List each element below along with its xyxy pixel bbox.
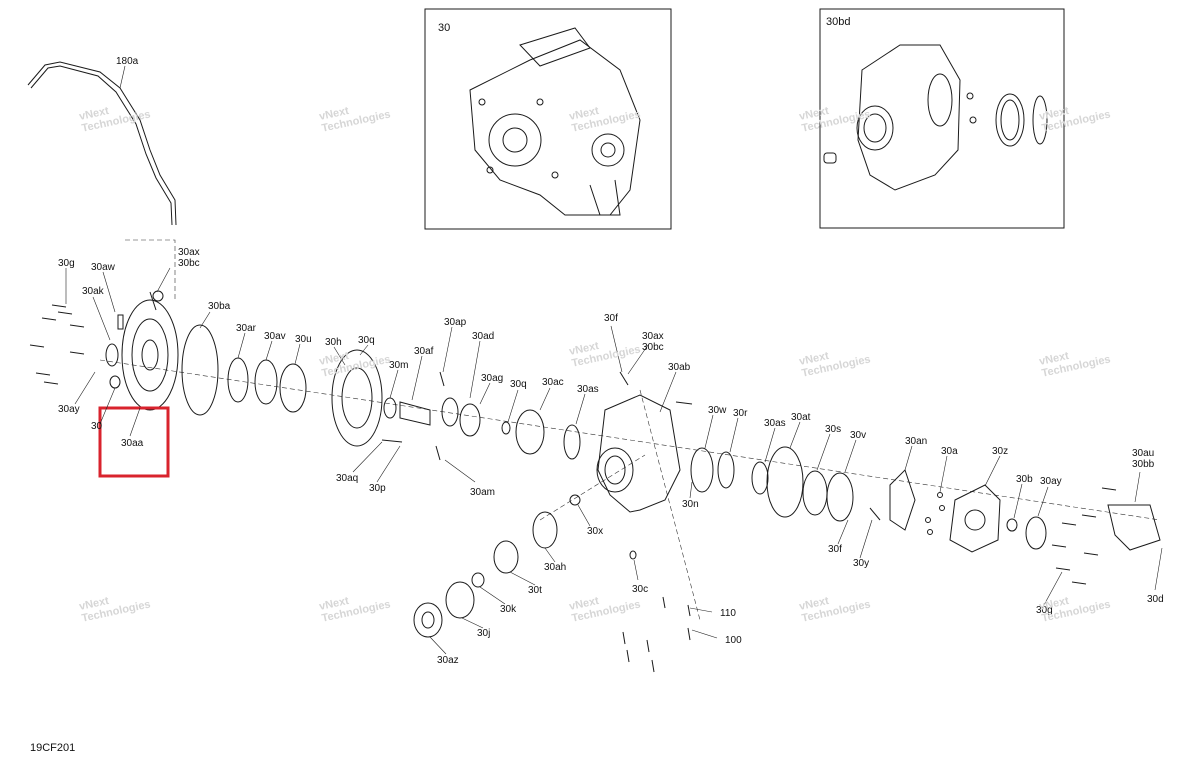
watermark-text: vNextTechnologies: [318, 587, 392, 625]
part-label-30c[interactable]: 30c: [632, 584, 648, 595]
part-label-30d[interactable]: 30d: [1147, 594, 1164, 605]
highlight-box[interactable]: [98, 406, 170, 478]
part-label-30at[interactable]: 30at: [791, 412, 811, 423]
part-label-30s[interactable]: 30s: [825, 424, 841, 435]
part-label-30ac[interactable]: 30ac: [542, 377, 564, 388]
part-label-30ab[interactable]: 30ab: [668, 362, 691, 373]
part-label-30ay[interactable]: 30ay: [58, 404, 80, 415]
exploded-axis: [99, 239, 1161, 621]
part-label-30aq[interactable]: 30aq: [336, 473, 358, 484]
pinion-assembly: [413, 494, 637, 638]
part-label-30aa[interactable]: 30aa: [121, 438, 144, 449]
watermark-text: vNextTechnologies: [568, 97, 642, 135]
part-label-30j[interactable]: 30j: [477, 628, 490, 639]
part-label-30as[interactable]: 30as: [577, 384, 599, 395]
part-label-30ag[interactable]: 30ag: [481, 373, 503, 384]
part-label-30b[interactable]: 30b: [1016, 474, 1033, 485]
part-label-30z[interactable]: 30z: [992, 446, 1008, 457]
part-label-30ak[interactable]: 30ak: [82, 286, 105, 297]
inset-label: 30bd: [826, 16, 850, 28]
part-label-30q[interactable]: 30q: [358, 335, 375, 346]
part-label-30t[interactable]: 30t: [528, 585, 542, 596]
part-label-30aw[interactable]: 30aw: [91, 262, 116, 273]
part-label-30af[interactable]: 30af: [414, 346, 434, 357]
part-label-30n[interactable]: 30n: [682, 499, 699, 510]
part-label-30av[interactable]: 30av: [264, 331, 286, 342]
part-label-30bb[interactable]: 30bb: [1132, 459, 1155, 470]
figure-ref: 19CF201: [30, 742, 75, 754]
part-label-30y[interactable]: 30y: [853, 558, 869, 569]
part-label-30ax[interactable]: 30ax: [178, 247, 200, 258]
part-label-30k[interactable]: 30k: [500, 604, 517, 615]
inset-housing: 30bd: [819, 8, 1065, 229]
bolts-left: [29, 304, 85, 385]
watermark-text: vNextTechnologies: [78, 97, 152, 135]
watermark-text: vNextTechnologies: [1038, 342, 1112, 380]
part-label-30v[interactable]: 30v: [850, 430, 866, 441]
part-label-100[interactable]: 100: [725, 635, 742, 646]
part-label-30bc[interactable]: 30bc: [178, 258, 200, 269]
inset-label: 30: [438, 22, 450, 34]
part-label-30ay-2[interactable]: 30ay: [1040, 476, 1062, 487]
part-label-30m[interactable]: 30m: [389, 360, 408, 371]
watermark-text: vNextTechnologies: [318, 97, 392, 135]
watermark-text: vNextTechnologies: [78, 587, 152, 625]
watermark-text: vNextTechnologies: [1038, 587, 1112, 625]
part-label-30f-2[interactable]: 30f: [828, 544, 842, 555]
part-label-30a[interactable]: 30a: [941, 446, 958, 457]
watermark-text: vNextTechnologies: [568, 332, 642, 370]
part-label-30r[interactable]: 30r: [733, 408, 748, 419]
part-label-30ad[interactable]: 30ad: [472, 331, 494, 342]
part-label-30ba[interactable]: 30ba: [208, 301, 231, 312]
center-housing: [596, 371, 693, 513]
part-label-30au[interactable]: 30au: [1132, 448, 1154, 459]
part-label-30am[interactable]: 30am: [470, 487, 495, 498]
part-label-30g[interactable]: 30g: [58, 258, 75, 269]
part-label-180a[interactable]: 180a: [116, 56, 139, 67]
part-label-110[interactable]: 110: [720, 608, 736, 619]
part-label-30az[interactable]: 30az: [437, 655, 459, 666]
part-label-30x[interactable]: 30x: [587, 526, 603, 537]
part-label-30h[interactable]: 30h: [325, 337, 342, 348]
inset-assembly: 30: [424, 8, 672, 230]
part-label-30q-2[interactable]: 30q: [510, 379, 527, 390]
part-label-30ax-2[interactable]: 30ax: [642, 331, 664, 342]
part-label-30u[interactable]: 30u: [295, 334, 312, 345]
part-label-30p[interactable]: 30p: [369, 483, 386, 494]
part-label-30bc-2[interactable]: 30bc: [642, 342, 664, 353]
breather-tube: [27, 61, 177, 226]
watermark-text: vNextTechnologies: [1038, 97, 1112, 135]
part-label-30ah[interactable]: 30ah: [544, 562, 566, 573]
part-label-30[interactable]: 30: [91, 421, 103, 432]
part-label-30ap[interactable]: 30ap: [444, 317, 467, 328]
part-label-30w[interactable]: 30w: [708, 405, 727, 416]
part-label-30an[interactable]: 30an: [905, 436, 927, 447]
part-label-30f[interactable]: 30f: [604, 313, 618, 324]
part-labels: 180a 30g 30aw 30ak 30ax 30bc 30ba 30ay 3…: [58, 56, 1164, 666]
watermark-text: vNextTechnologies: [568, 587, 642, 625]
bolts-right: [1051, 487, 1117, 585]
right-side-assembly: [690, 446, 1161, 553]
bolts-bottom: [622, 596, 691, 673]
part-label-30ar[interactable]: 30ar: [236, 323, 257, 334]
part-label-30as-2[interactable]: 30as: [764, 418, 786, 429]
watermark-text: vNextTechnologies: [798, 587, 872, 625]
leader-lines: [65, 65, 1163, 655]
watermark-text: vNextTechnologies: [798, 342, 872, 380]
part-label-30g-2[interactable]: 30g: [1036, 605, 1053, 616]
left-cover-assembly: [105, 290, 219, 416]
